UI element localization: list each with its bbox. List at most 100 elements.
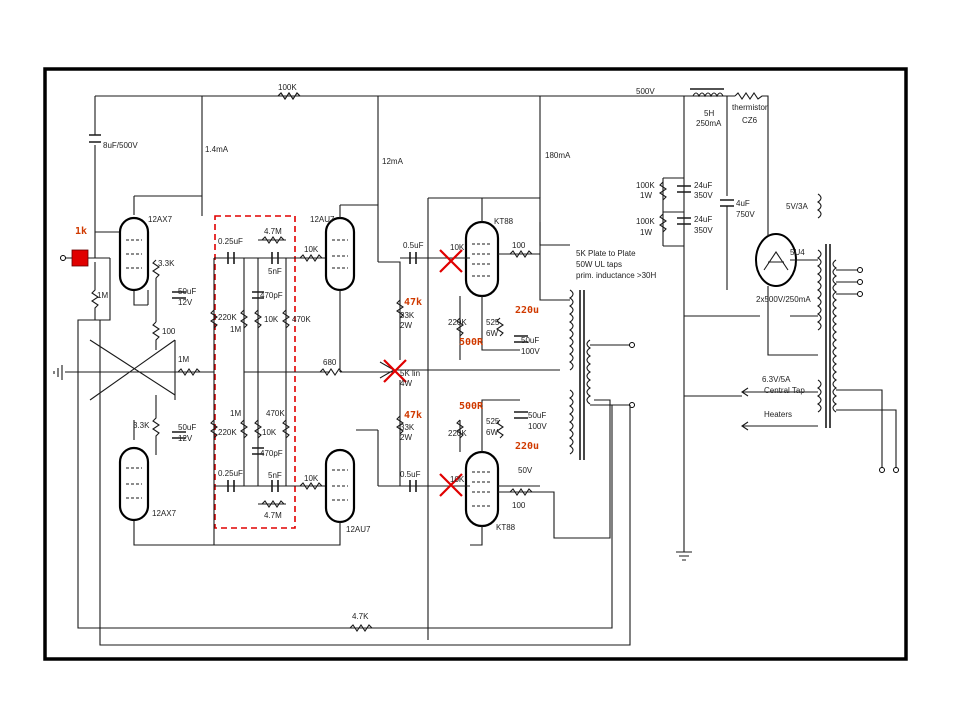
label-12v-bottom: 12V [178,434,193,443]
label-r220k-kt-bottom: 220K [448,429,467,438]
label-r525-top: 525 [486,318,500,327]
label-ht-winding: 2x500V/250mA [756,295,811,304]
choke-5h [690,88,724,98]
label-r10k-g1-bottom: 10K [450,475,465,484]
label-100v-bottom: 100V [528,422,547,431]
tube-kt88-top [464,220,500,298]
label-350v-b: 350V [694,226,713,235]
label-r4m7-top: 4.7M [264,227,282,236]
label-1w-b: 1W [640,228,652,237]
label-5u4: 5U4 [790,248,805,257]
label-r10k-eq-bottom: 10K [262,428,277,437]
label-500v: 500V [636,87,655,96]
label-750v: 750V [736,210,755,219]
note-220u-upper: 220u [515,305,539,316]
label-24uf-a: 24uF [694,181,712,190]
label-6w-bottom: 6W [486,428,498,437]
label-4uf: 4uF [736,199,750,208]
label-5k-lin: 5K lin [400,369,420,378]
label-12ma: 12mA [382,157,404,166]
label-c5nf-bottom: 5nF [268,471,282,480]
eq-network [210,236,330,545]
label-c5nf-top: 5nF [268,267,282,276]
label-r1m-eq-bottom: 1M [230,409,241,418]
note-1k: 1k [75,226,87,237]
removal-marks [383,249,463,497]
output-stage-wiring [427,197,611,640]
label-r220k-bottom: 220K [218,428,237,437]
thermistor-cz6 [734,92,766,100]
label-r1m-left: 1M [97,291,108,300]
label-c470pf-bottom: 470pF [260,449,283,458]
note-47k-lower: 47k [404,410,422,421]
label-180ma: 180mA [545,151,571,160]
label-12v-top: 12V [178,298,193,307]
label-r10k-g1-top: 10K [450,243,465,252]
label-r100-g2-top: 100 [512,241,526,250]
label-r470k-eq-top: 470K [292,315,311,324]
label-5v-3a: 5V/3A [786,202,808,211]
note-500r-upper: 500R [459,337,484,348]
r100k-top-resistor [277,92,301,100]
label-r100k-top: 100K [278,83,297,92]
label-kt88-bottom: KT88 [496,523,516,532]
label-50uf-100v-bottom: 50uF [528,411,546,420]
ht-rail [94,95,769,552]
label-r220k-kt-top: 220K [448,318,467,327]
label-r470k-eq-bottom: 470K [266,409,285,418]
label-r1m-mid: 1M [178,355,189,364]
label-r525-bottom: 525 [486,417,500,426]
label-5h: 5H [704,109,714,118]
note-47k-upper: 47k [404,297,422,308]
label-c05-top: 0.5uF [403,241,424,250]
label-6w-top: 6W [486,329,498,338]
power-transformer [741,193,899,473]
label-opt-line1: 5K Plate to Plate [576,249,636,258]
label-12au7-bottom: 12AU7 [346,525,371,534]
label-r3k3-bottom: 3.3K [133,421,150,430]
label-12ax7-bottom: 12AX7 [152,509,177,518]
psu-filter [659,177,818,397]
label-50uf-100v-top: 50uF [521,336,539,345]
ground-psu [676,551,692,561]
label-12au7-top: 12AU7 [310,215,335,224]
label-c025-bottom: 0.25uF [218,469,243,478]
label-r220k-top: 220K [218,313,237,322]
label-r10k-eq-top: 10K [264,315,279,324]
label-1-4ma: 1.4mA [205,145,229,154]
tube-12ax7-top [118,216,150,292]
label-c025-top: 0.25uF [218,237,243,246]
input-stage [53,195,214,546]
label-opt-line2: 50W UL taps [576,260,622,269]
label-r680: 680 [323,358,337,367]
label-r10k-grid-top: 10K [304,245,319,254]
output-transformer [569,289,635,460]
label-r1m-eq-top: 1M [230,325,241,334]
tube-kt88-bottom [464,450,500,528]
label-r100k-1w-a: 100K [636,181,655,190]
tube-12au7-bottom [324,448,356,524]
label-50v: 50V [518,466,533,475]
label-24uf-b: 24uF [694,215,712,224]
label-350v-a: 350V [694,191,713,200]
label-1w-a: 1W [640,191,652,200]
tube-12au7-top [324,216,356,292]
schematic-frame [43,67,908,661]
label-c05-bottom: 0.5uF [400,470,421,479]
input-1k-marker [71,249,89,267]
note-500r-lower: 500R [459,401,484,412]
rectifier-5u4 [755,200,818,356]
label-cz6: CZ6 [742,116,758,125]
label-r10k-grid-bottom: 10K [304,474,319,483]
label-kt88-top: KT88 [494,217,514,226]
label-central-tap: Central Tap [764,386,805,395]
label-50uf-top-a: 50uF [178,287,196,296]
label-100v-top: 100V [521,347,540,356]
label-r33k-top: 33K [400,311,415,320]
label-r33k-bottom: 33K [400,423,415,432]
label-r100-top: 100 [162,327,176,336]
label-thermistor: thermistor [732,103,768,112]
label-r4m7-bottom: 4.7M [264,511,282,520]
